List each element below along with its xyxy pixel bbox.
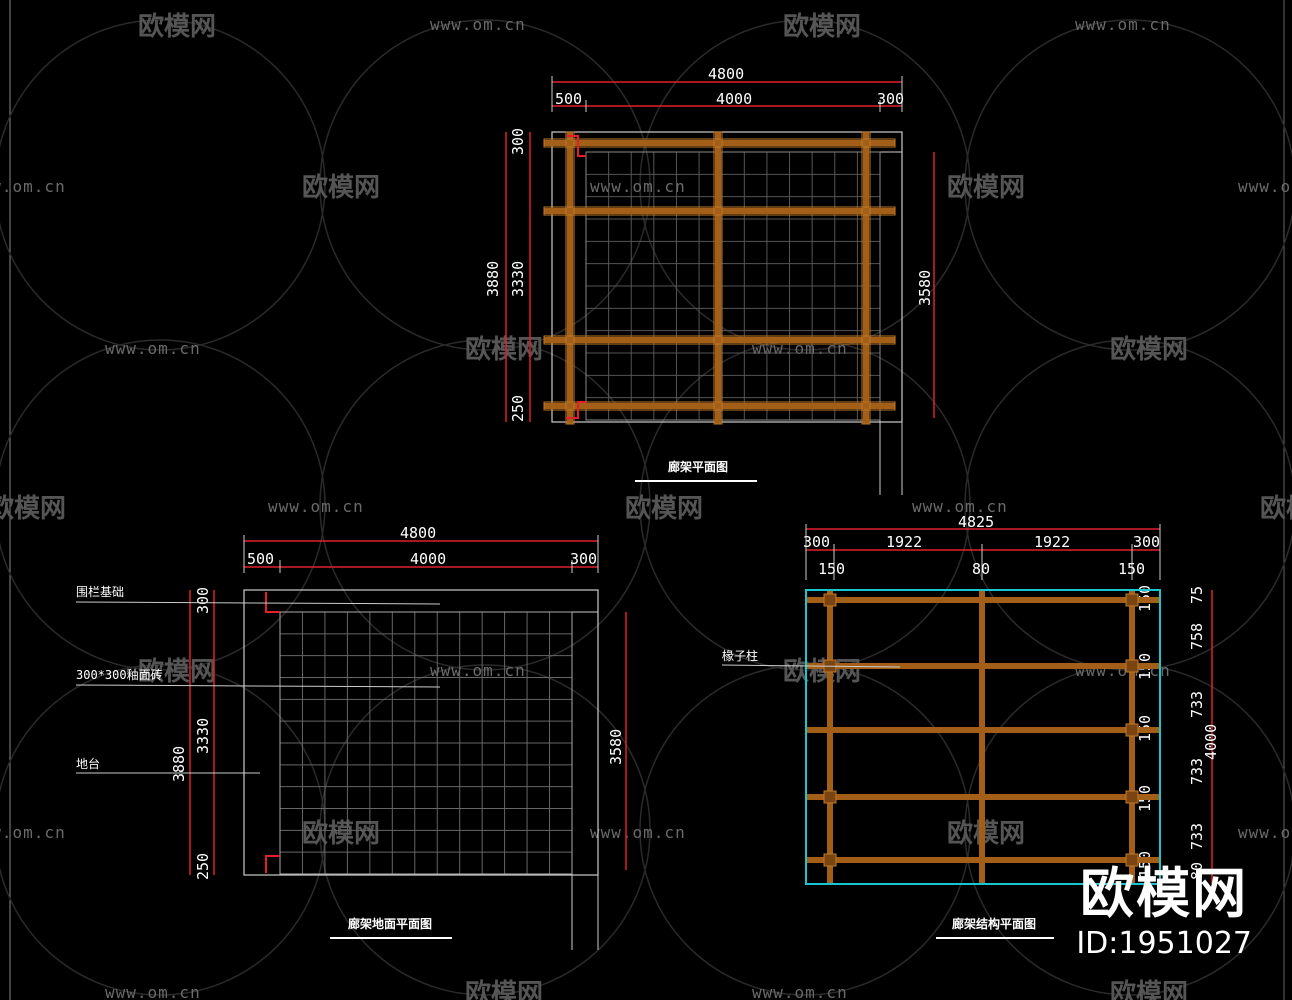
plan-struct-label: 椽子柱 (722, 648, 758, 663)
plan-struct-posts (823, 593, 1139, 867)
watermark-logo: 欧模网 (783, 11, 861, 42)
plan-top-dim-inner-bottom: 250 (509, 395, 527, 422)
plan-struct-dimv-a: 75 (1188, 586, 1206, 604)
plan-floor-outline (243, 589, 599, 876)
plan-struct-dim-c: 1922 (1034, 533, 1070, 551)
plan-struct-dim2-b: 80 (972, 560, 990, 578)
plan-struct-dim-total: 4825 (958, 513, 994, 531)
plan-floor-label-c: 地台 (76, 756, 100, 771)
plan-top-dim-mid: 4000 (716, 90, 752, 108)
watermark-logo: 欧模网 (0, 493, 66, 524)
watermark-url: www.om.cn (430, 15, 526, 34)
watermark-logo: 欧模网 (138, 656, 216, 687)
plan-struct-dim-d: 300 (1133, 533, 1160, 551)
plan-floor-dim-right: 3580 (607, 729, 625, 765)
plan-top-dim-right: 3580 (916, 270, 934, 306)
plan-floor-dim-left: 500 (247, 550, 274, 568)
plan-top-title: 廊架平面图 (668, 459, 728, 474)
plan-floor-dim-right: 300 (570, 550, 597, 568)
watermark-url: www.om.cn (1238, 823, 1292, 842)
watermark-url: www.om.cn (1238, 177, 1292, 196)
plan-floor-dim-mid: 4000 (410, 550, 446, 568)
brand-logo: 欧模网 (1080, 862, 1249, 925)
brand-id: ID:1951027 (1076, 926, 1252, 961)
plan-top-dims-horizontal (551, 76, 903, 112)
plan-top-dim-left: 500 (555, 90, 582, 108)
watermark-url: www.om.cn (430, 661, 526, 680)
plan-floor-dim-inner-top: 300 (194, 587, 212, 614)
plan-floor-tile-grid (280, 612, 572, 874)
watermark-url: www.om.cn (105, 983, 201, 1000)
plan-struct: 4825 300 1922 1922 300 150 80 150 75 758… (721, 513, 1220, 939)
plan-floor-dim-inner-bottom: 250 (194, 853, 212, 880)
watermark-url: www.om.cn (1075, 15, 1171, 34)
plan-floor-title: 廊架地面平面图 (348, 916, 432, 931)
watermark-logo: 欧模网 (465, 334, 543, 365)
watermark-logo: 欧模网 (625, 493, 703, 524)
plan-top-dim-total: 4800 (708, 65, 744, 83)
plan-top-dim-inner-mid: 3330 (509, 261, 527, 297)
watermark-url: www.om.cn (268, 497, 364, 516)
watermark-logo: 欧模网 (947, 172, 1025, 203)
plan-top-tile-grid (586, 152, 880, 420)
watermark-url: www.om.cn (590, 823, 686, 842)
plan-struct-dim2-a: 150 (818, 560, 845, 578)
plan-floor-label-b: 300*300釉面砖 (76, 667, 163, 682)
plan-top: 4800 500 4000 300 3880 300 3330 250 3580 (484, 65, 935, 495)
plan-top-beams (544, 132, 895, 424)
plan-floor-dim-total: 4800 (400, 524, 436, 542)
watermark-logo: 欧模网 (302, 172, 380, 203)
watermark-logo: 欧模网 (302, 818, 380, 849)
watermarks: 欧模网 www.om.cn 欧模网 www.om.cn www.om.cn 欧模… (0, 11, 1292, 1000)
watermark-url: www.om.cn (0, 823, 66, 842)
plan-struct-dimv-d: 733 (1188, 758, 1206, 785)
plan-struct-beams (806, 590, 1160, 884)
plan-floor: 4800 500 4000 300 3880 300 3330 250 3580… (75, 524, 627, 950)
watermark-url: www.om.cn (912, 497, 1008, 516)
plan-floor-dim-inner-mid: 3330 (194, 718, 212, 754)
plan-top-dim-inner-top: 300 (509, 128, 527, 155)
watermark-logo: 欧模网 (1110, 334, 1188, 365)
watermark-logo: 欧模网 (1260, 493, 1292, 524)
watermark-logo: 欧模网 (783, 656, 861, 687)
plan-struct-dimv-f: 80 (1188, 862, 1206, 880)
watermark-logo: 欧模网 (465, 978, 543, 1000)
watermark-url: www.om.cn (0, 177, 66, 196)
watermark-logo: 欧模网 (947, 818, 1025, 849)
plan-struct-dimv-total: 4000 (1202, 724, 1220, 760)
plan-struct-dimv-e: 733 (1188, 823, 1206, 850)
plan-top-dim-outer: 3880 (484, 261, 502, 297)
plan-top-dims-vertical (505, 132, 935, 422)
plan-struct-dimv-c: 733 (1188, 691, 1206, 718)
plan-struct-title: 廊架结构平面图 (952, 916, 1036, 931)
plan-floor-dim-outer: 3880 (170, 746, 188, 782)
plan-top-beam-outlines (543, 131, 896, 425)
watermark-logo: 欧模网 (138, 11, 216, 42)
plan-struct-outline (805, 589, 1161, 885)
plan-struct-dim-b: 1922 (886, 533, 922, 551)
watermark-url: www.om.cn (752, 983, 848, 1000)
plan-top-outline (551, 131, 903, 423)
plan-floor-label-a: 围栏基础 (76, 584, 124, 599)
plan-struct-dim-a: 300 (803, 533, 830, 551)
watermark-url: www.om.cn (590, 177, 686, 196)
watermark-url: www.om.cn (105, 339, 201, 358)
watermark-logo: 欧模网 (1110, 978, 1188, 1000)
plan-struct-dim2-c: 150 (1118, 560, 1145, 578)
plan-top-dim-right: 300 (877, 90, 904, 108)
plan-struct-dimv-b: 758 (1188, 623, 1206, 650)
brand-badge: 欧模网 ID:1951027 (1076, 862, 1252, 962)
